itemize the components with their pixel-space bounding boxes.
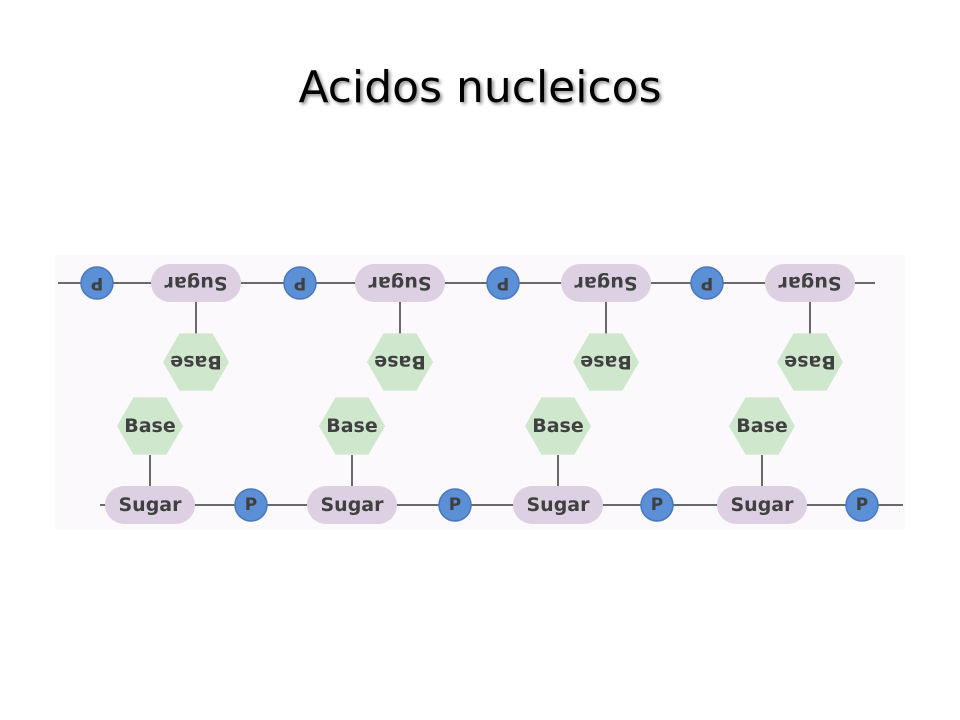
base-top-4 <box>777 333 843 391</box>
base-bottom-label-1: Base <box>124 415 176 437</box>
phosphate-top-4 <box>690 266 724 300</box>
base-top-label-3: Base <box>580 351 632 373</box>
base-top-3 <box>573 333 639 391</box>
sugar-top-4 <box>765 264 855 302</box>
phosphate-bottom-label-3: P <box>651 495 663 515</box>
phosphate-bottom-label-1: P <box>245 495 257 515</box>
base-bottom-2 <box>319 397 385 455</box>
phosphate-top-2 <box>283 266 317 300</box>
base-top-label-4: Base <box>784 351 836 373</box>
base-bottom-label-3: Base <box>532 415 584 437</box>
phosphate-bottom-4 <box>845 488 879 522</box>
phosphate-top-label-3: P <box>497 273 509 293</box>
phosphate-top-3 <box>486 266 520 300</box>
sugar-bottom-2 <box>307 486 397 524</box>
base-bottom-1 <box>117 397 183 455</box>
base-bottom-label-2: Base <box>326 415 378 437</box>
sugar-bottom-label-4: Sugar <box>730 494 794 516</box>
sugar-top-label-2: Sugar <box>368 272 432 294</box>
sugar-bottom-1 <box>105 486 195 524</box>
base-top-2 <box>367 333 433 391</box>
sugar-top-label-4: Sugar <box>778 272 842 294</box>
base-top-label-2: Base <box>374 351 426 373</box>
sugar-bottom-label-2: Sugar <box>320 494 384 516</box>
sugar-top-1 <box>151 264 241 302</box>
phosphate-top-label-1: P <box>91 273 103 293</box>
base-top-1 <box>163 333 229 391</box>
sugar-top-2 <box>355 264 445 302</box>
sugar-bottom-4 <box>717 486 807 524</box>
base-bottom-4 <box>729 397 795 455</box>
base-bottom-3 <box>525 397 591 455</box>
phosphate-top-label-4: P <box>701 273 713 293</box>
phosphate-bottom-3 <box>640 488 674 522</box>
phosphate-bottom-label-2: P <box>449 495 461 515</box>
phosphate-bottom-1 <box>234 488 268 522</box>
sugar-top-label-3: Sugar <box>574 272 638 294</box>
sugar-top-label-1: Sugar <box>164 272 228 294</box>
phosphate-bottom-2 <box>438 488 472 522</box>
sugar-bottom-label-1: Sugar <box>118 494 182 516</box>
base-top-label-1: Base <box>170 351 222 373</box>
sugar-bottom-3 <box>513 486 603 524</box>
sugar-top-3 <box>561 264 651 302</box>
slide-title: Acidos nucleicos <box>298 62 662 113</box>
base-bottom-label-4: Base <box>736 415 788 437</box>
phosphate-bottom-label-4: P <box>856 495 868 515</box>
phosphate-top-label-2: P <box>294 273 306 293</box>
phosphate-top-1 <box>80 266 114 300</box>
sugar-bottom-label-3: Sugar <box>526 494 590 516</box>
